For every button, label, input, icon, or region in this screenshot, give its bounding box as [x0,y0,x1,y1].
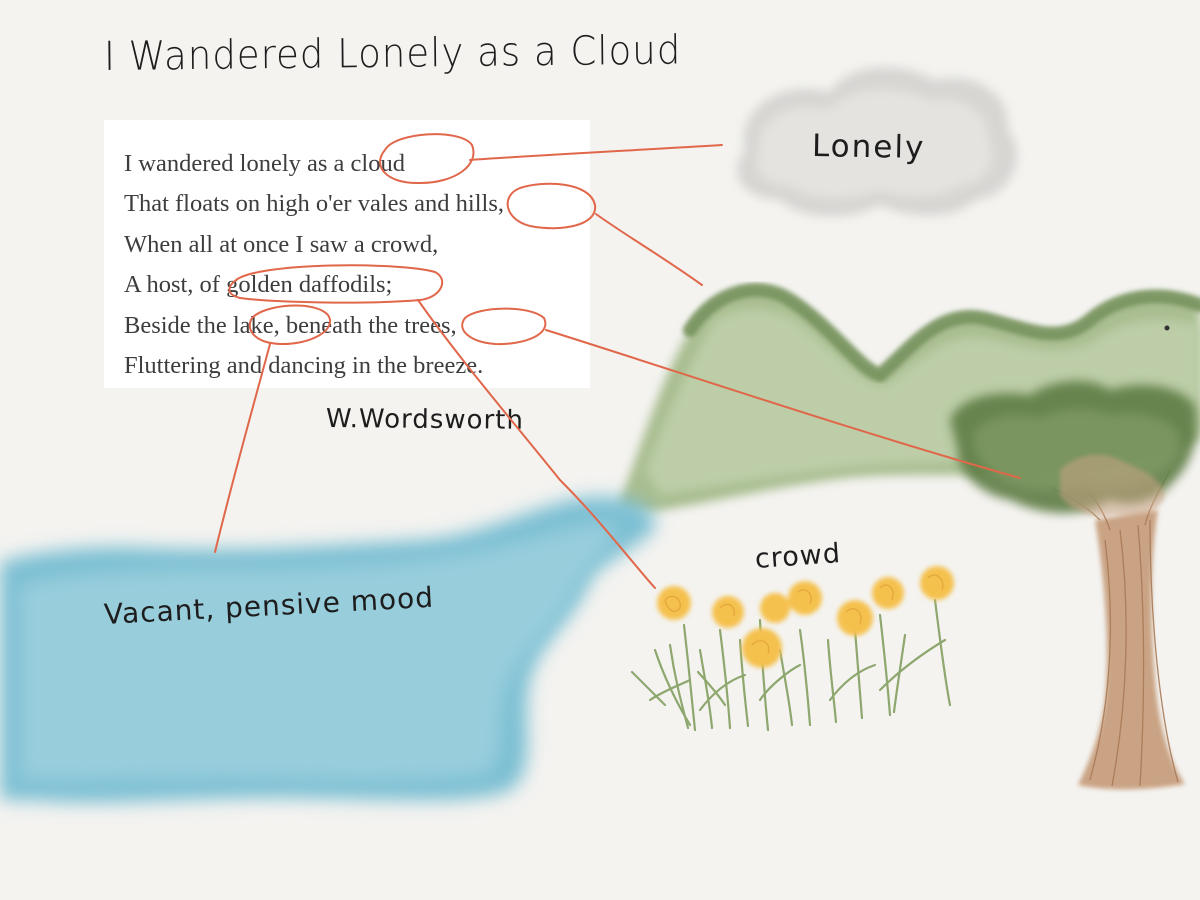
poem-text: I wandered lonely as a cloud That floats… [124,144,504,386]
lake-illustration [0,496,656,803]
daffodils-illustration [630,566,954,732]
tree-illustration [950,380,1197,790]
author-signature: W.Wordsworth [325,404,525,436]
poem-line: I wandered lonely as a cloud [124,150,405,177]
daffodils-annotation-label: crowd [753,538,842,575]
page-title: I Wandered Lonely as a Cloud [103,27,682,80]
ink-dot [1164,325,1170,331]
poem-line: Fluttering and dancing in the breeze. [124,351,484,379]
poem-line: When all at once I saw a crowd, [124,230,439,258]
poem-card: I wandered lonely as a cloud That floats… [104,120,590,388]
cloud-annotation-label: Lonely [811,128,926,166]
cloud-illustration [737,67,1018,217]
poem-line: Beside the lake, beneath the trees, [124,311,457,339]
poem-line: A host, of golden daffodils; [124,271,393,299]
poem-line: That floats on high o'er vales and hills… [124,190,505,218]
